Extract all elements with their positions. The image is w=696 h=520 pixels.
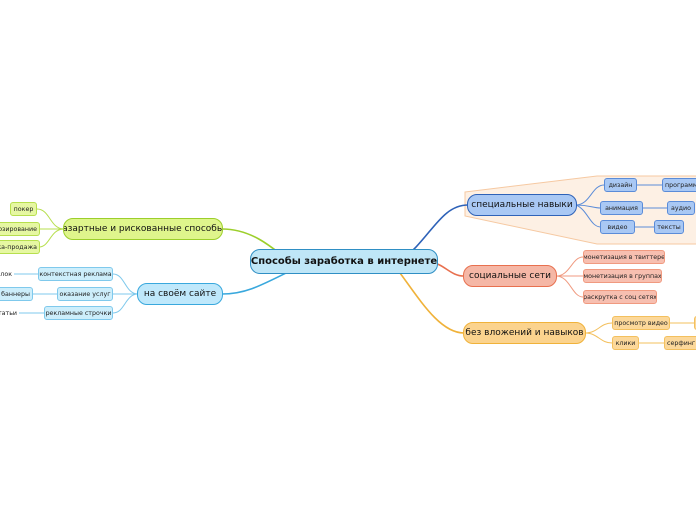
topic-video[interactable]: видео (600, 220, 635, 234)
topic-block-ads[interactable]: реклама в блок (0, 270, 12, 278)
link-noinvest-clicks (584, 332, 613, 344)
topic-surfing[interactable]: серфинг (664, 336, 696, 350)
topic-audio[interactable]: аудио (667, 201, 695, 215)
branch-social-networks[interactable]: социальные сети (463, 265, 557, 287)
central-topic[interactable]: Способы заработка в интернете (250, 249, 438, 274)
link-central-website (221, 270, 291, 295)
link-central-noinvest (399, 272, 465, 334)
topic-resale[interactable]: скупка-продажа (0, 240, 40, 254)
link-website-context (112, 273, 139, 295)
link-skills-video (575, 204, 602, 228)
topic-clicks[interactable]: клики (612, 336, 639, 350)
topic-programming[interactable]: программирование (662, 178, 696, 192)
topic-design[interactable]: дизайн (604, 178, 637, 192)
branch-gambling[interactable]: азартные и рискованные способы (63, 218, 223, 240)
link-website-lines (112, 293, 139, 314)
link-social-promo (555, 275, 584, 298)
topic-betting[interactable]: ставки и прогнозирование (0, 222, 40, 236)
topic-watch-video[interactable]: просмотр видео (612, 316, 670, 330)
topic-articles[interactable]: статьи (0, 309, 17, 317)
topic-context-ads[interactable]: контекстная реклама (38, 267, 113, 281)
link-gambling-resale (38, 228, 65, 248)
link-skills-animation (575, 204, 602, 209)
topic-social-promotion[interactable]: раскрутка с соц сетях (583, 290, 657, 304)
topic-texts[interactable]: тексты (654, 220, 684, 234)
link-noinvest-video (584, 322, 613, 334)
branch-no-investment[interactable]: без вложений и навыков (463, 322, 586, 344)
topic-ad-lines[interactable]: рекламные строчки (44, 306, 113, 320)
topic-poker[interactable]: покер (10, 202, 37, 216)
topic-services[interactable]: оказание услуг (57, 287, 113, 301)
link-skills-design (575, 184, 605, 206)
branch-special-skills[interactable]: специальные навыки (467, 194, 577, 216)
topic-twitter-monetization[interactable]: монетизация в твиттере (583, 250, 665, 264)
branch-own-website[interactable]: на своём сайте (137, 283, 223, 305)
topic-animation[interactable]: анимация (600, 201, 643, 215)
topic-banners[interactable]: баннеры (0, 287, 33, 301)
topic-hidden-edge (694, 316, 696, 330)
link-gambling-poker (36, 208, 65, 230)
link-social-twitter (555, 256, 584, 277)
topic-group-monetization[interactable]: монетизация в группах (583, 269, 662, 283)
